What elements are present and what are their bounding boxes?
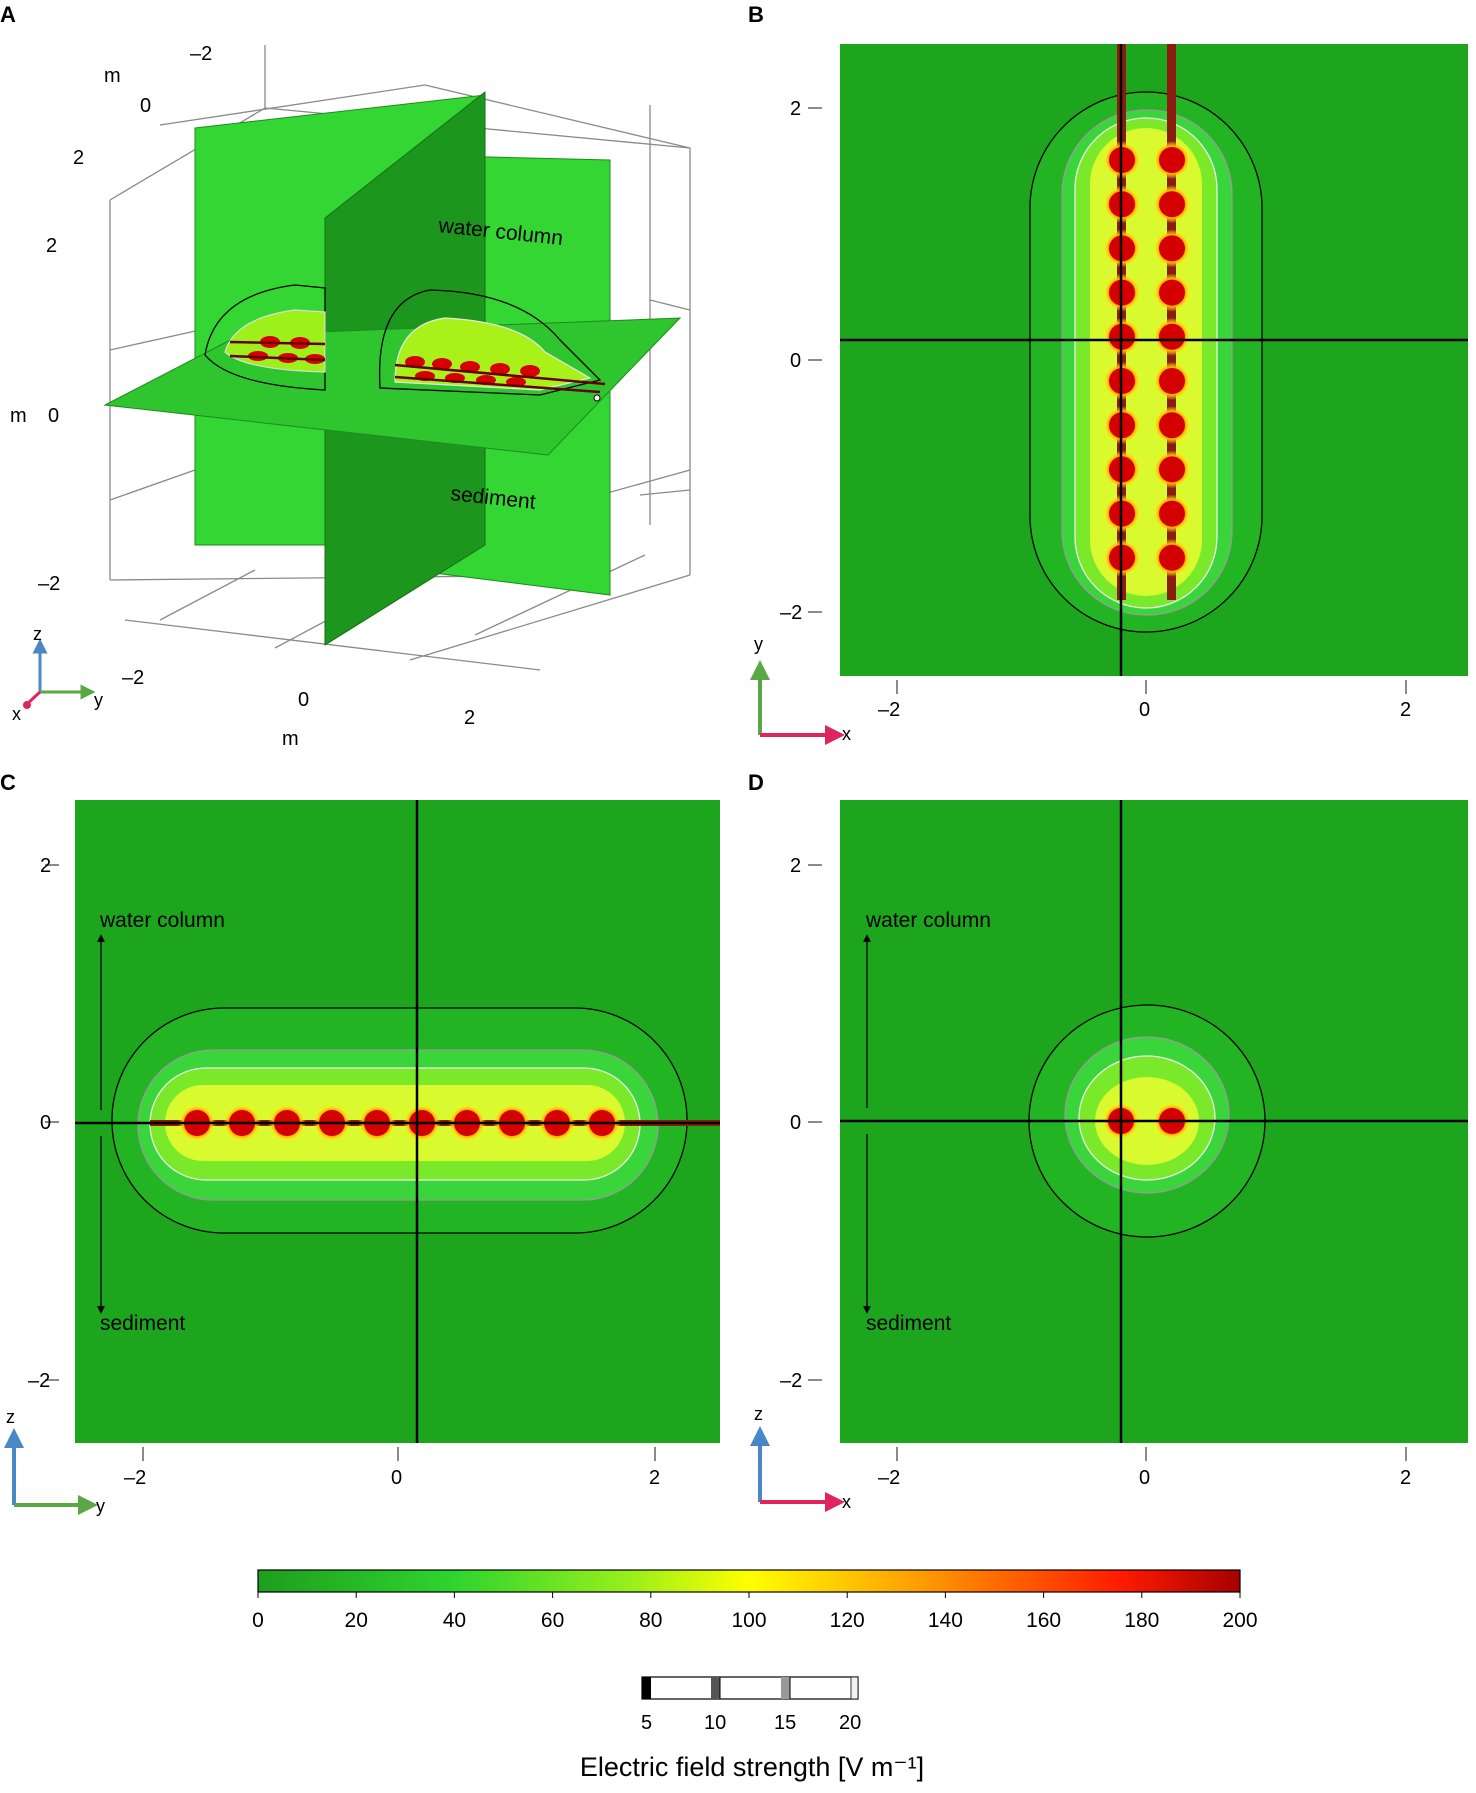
colorbar-gradient <box>257 1569 1241 1593</box>
colorbar-tick-label: 200 <box>1222 1609 1257 1632</box>
panel-a-x-unit: m <box>104 65 121 87</box>
contour-tick-1: 10 <box>704 1712 726 1734</box>
panel-b-ytick-0: 2 <box>790 98 801 120</box>
colorbar-ticks: 0 20 40 60 80 100 120 140 160 180 200 <box>252 1592 1258 1632</box>
electrode-b-right-5 <box>1159 368 1185 394</box>
panel-a-x-tick-1: 0 <box>140 95 151 117</box>
panel-a-triad-z: z <box>33 624 42 644</box>
panel-a-triad-y: y <box>94 690 103 710</box>
panel-a-x-tick-0: –2 <box>190 43 212 65</box>
panel-d-axis-ticks <box>808 864 1407 1461</box>
panel-c: C water column sediment 2 0 –2 –2 0 2 <box>0 770 720 1516</box>
electrode-b-right-2 <box>1159 235 1185 262</box>
colorbar-tick-label: 20 <box>345 1609 368 1632</box>
panel-b-ytick-1: 0 <box>790 350 801 372</box>
panel-a-y-tick-2: 2 <box>464 707 475 729</box>
contour-legend-bar <box>641 1676 859 1700</box>
colorbar-tick-label: 140 <box>928 1609 963 1632</box>
panel-c-water-label: water column <box>99 909 225 932</box>
panel-d-axis-triad: z x <box>750 1404 851 1512</box>
panel-d-xtick-0: –2 <box>878 1467 900 1489</box>
panel-c-ytick-0: 2 <box>40 855 51 877</box>
panel-b-ytick-2: –2 <box>780 602 802 624</box>
panel-c-triad-v: z <box>6 1407 15 1427</box>
colorbar-tick-label: 0 <box>252 1609 264 1632</box>
panel-d-ytick-1: 0 <box>790 1112 801 1134</box>
panel-a-triad-x: x <box>12 704 21 724</box>
colorbar-tick-label: 100 <box>731 1609 766 1632</box>
panel-b-letter: B <box>748 2 764 27</box>
panel-a-y-tick-0: –2 <box>122 667 144 689</box>
electrode-b-right-1 <box>1159 191 1185 218</box>
electrode-b-right-7 <box>1159 456 1185 483</box>
panel-a-electrodes-right <box>394 356 606 402</box>
contour-legend-15 <box>781 1677 790 1699</box>
panel-b: B 2 0 –2 –2 0 2 <box>748 2 1468 745</box>
panel-c-axis-triad: z y <box>4 1407 105 1516</box>
panel-a-z-tick-2: –2 <box>38 573 60 595</box>
panel-b-axis-triad: y x <box>750 634 851 745</box>
colorbar-tick-label: 80 <box>639 1609 662 1632</box>
electrode-b-right-8 <box>1159 500 1185 527</box>
panel-c-letter: C <box>0 770 16 795</box>
colorbar: 0 20 40 60 80 100 120 140 160 180 200 <box>252 1569 1258 1632</box>
panel-c-triad-h: y <box>96 1496 105 1516</box>
colorbar-tick-label: 160 <box>1026 1609 1061 1632</box>
electrode-b-right-4 <box>1159 323 1185 350</box>
panel-a: A <box>0 2 691 750</box>
electrode-b-right-0 <box>1159 147 1185 173</box>
panel-c-axis-ticks <box>45 864 656 1461</box>
panel-d-sediment-label: sediment <box>866 1312 951 1335</box>
panel-c-ytick-1: 0 <box>40 1112 51 1134</box>
panel-a-z-tick-0: 2 <box>46 235 57 257</box>
panel-d-water-label: water column <box>865 909 991 932</box>
panel-b-xtick-1: 0 <box>1139 699 1150 721</box>
contour-a-right <box>378 289 602 396</box>
panel-b-xtick-0: –2 <box>878 699 900 721</box>
panel-d-xtick-2: 2 <box>1400 1467 1411 1489</box>
contour-legend-10 <box>711 1677 720 1699</box>
panel-b-axis-ticks <box>808 107 1407 694</box>
panel-a-axis-triad: z y x <box>12 624 103 724</box>
panel-d-ytick-0: 2 <box>790 855 801 877</box>
panel-d-xtick-1: 0 <box>1139 1467 1150 1489</box>
colorbar-tick-label: 120 <box>830 1609 865 1632</box>
contour-a-right-inner <box>394 317 592 391</box>
panel-b-triad-v: y <box>754 634 763 654</box>
electrode-b-right-3 <box>1159 279 1185 306</box>
contour-tick-2: 15 <box>774 1712 796 1734</box>
panel-c-xtick-1: 0 <box>391 1467 402 1489</box>
electrode-b-right-6 <box>1159 412 1185 439</box>
panel-c-xtick-2: 2 <box>649 1467 660 1489</box>
panel-a-y-unit: m <box>282 728 299 750</box>
contour-tick-3: 20 <box>839 1712 861 1734</box>
panel-d-ytick-2: –2 <box>780 1370 802 1392</box>
panel-a-electrodes-left <box>229 336 326 364</box>
panel-c-ytick-2: –2 <box>28 1370 50 1392</box>
panel-c-sediment-label: sediment <box>100 1312 185 1335</box>
panel-d: D water column sediment 2 0 –2 –2 <box>748 770 1468 1512</box>
panel-d-triad-v: z <box>754 1404 763 1424</box>
panel-d-letter: D <box>748 770 764 795</box>
colorbar-tick-label: 60 <box>541 1609 564 1632</box>
colorbar-tick-label: 40 <box>443 1609 466 1632</box>
contour-tick-0: 5 <box>641 1712 652 1734</box>
panel-d-triad-h: x <box>842 1492 851 1512</box>
panel-c-xtick-0: –2 <box>124 1467 146 1489</box>
panel-a-y-tick-1: 0 <box>298 689 309 711</box>
panel-a-x-tick-2: 2 <box>73 147 84 169</box>
contour-legend: 5 10 15 20 <box>641 1676 861 1734</box>
panel-b-xtick-2: 2 <box>1400 699 1411 721</box>
panel-a-z-tick-1: 0 <box>48 405 59 427</box>
contour-legend-20 <box>850 1676 859 1700</box>
figure-title: Electric field strength [V m⁻¹] <box>580 1752 924 1782</box>
electrode-b-right-9 <box>1159 544 1185 571</box>
contour-legend-5 <box>642 1677 651 1699</box>
panel-a-z-unit: m <box>10 405 27 427</box>
panel-a-letter: A <box>0 2 16 27</box>
panel-b-triad-h: x <box>842 724 851 744</box>
contour-a-left <box>204 284 326 391</box>
colorbar-tick-label: 180 <box>1124 1609 1159 1632</box>
